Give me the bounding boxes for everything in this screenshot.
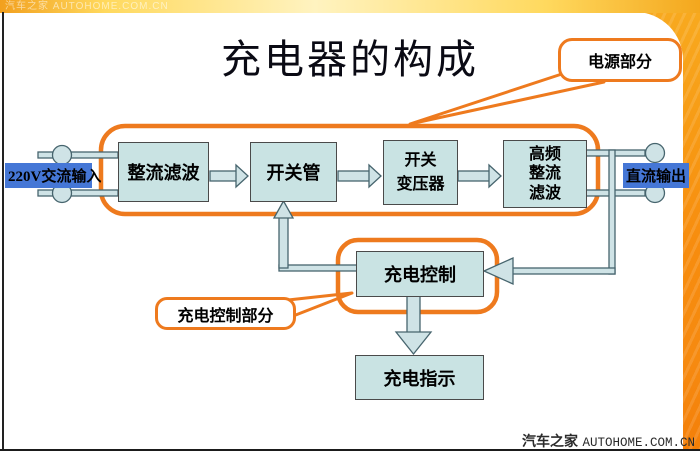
ac-input-stub-bottom	[37, 189, 54, 197]
power-section-callout: 电源部分	[558, 38, 682, 82]
control-wire-vertical	[278, 212, 289, 269]
charge-control-section-callout: 充电控制部分	[155, 297, 296, 330]
slide-bottom-border	[0, 449, 700, 451]
flow-arrow-1-shaft	[209, 170, 238, 182]
control-arrowhead-up	[272, 199, 295, 219]
feedback-wire-horizontal	[511, 267, 616, 275]
flow-arrow-2-head	[368, 163, 382, 189]
dc-terminal-top	[644, 142, 666, 164]
indicator-arrowhead-down	[394, 331, 433, 356]
site-brand: 汽车之家	[522, 433, 579, 449]
site-domain: AUTOHOME.COM.CN	[582, 436, 695, 450]
flow-arrow-2-shaft	[337, 170, 371, 182]
top-yellow-bar: 汽车之家 AUTOHOME.COM.CN	[0, 0, 700, 13]
dc-output-label: 直流输出	[623, 163, 690, 188]
slide-title: 充电器的构成	[221, 37, 479, 82]
ac-input-wire-bottom	[70, 189, 119, 197]
feedback-arrowhead-left	[482, 256, 514, 286]
flow-arrow-1-head	[235, 163, 249, 189]
slide-left-border	[2, 12, 4, 450]
ac-input-label: 220V交流输入	[5, 163, 105, 188]
top-watermark: 汽车之家 AUTOHOME.COM.CN	[5, 1, 169, 12]
block-switch-tube: 开关管	[250, 142, 337, 202]
block-switch-transformer: 开关 变压器	[383, 140, 458, 205]
ac-terminal-top	[51, 144, 73, 166]
flow-arrow-3-shaft	[457, 170, 491, 182]
block-rectifier-filter: 整流滤波	[118, 142, 209, 202]
block-charge-indicator: 充电指示	[355, 355, 484, 400]
control-wire-horizontal	[278, 264, 358, 272]
block-hf-rectifier-filter: 高频 整流 滤波	[503, 140, 587, 208]
connector-group	[37, 142, 666, 356]
site-watermark: 汽车之家 AUTOHOME.COM.CN	[522, 431, 695, 451]
feedback-wire-vertical	[608, 149, 616, 275]
ac-input-stub-top	[37, 151, 54, 159]
ac-input-wire-top	[70, 151, 119, 159]
flow-arrow-3-head	[488, 163, 502, 189]
block-charge-control: 充电控制	[356, 251, 484, 297]
indicator-arrow-shaft	[406, 294, 421, 335]
